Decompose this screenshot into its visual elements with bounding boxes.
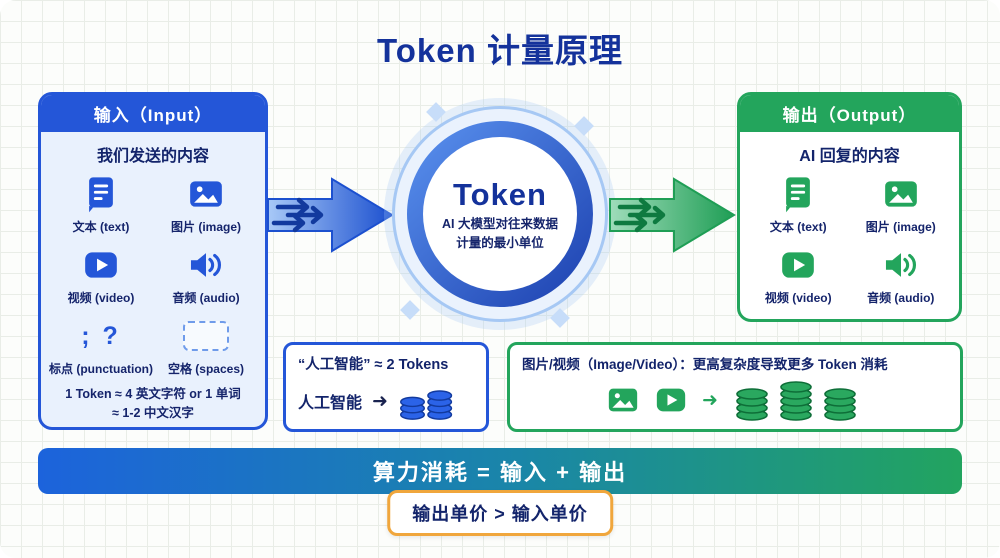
token-badge-subtitle-line1: AI 大模型对往来数据 [442,216,558,231]
arrow-right-icon: ➜ [372,390,388,412]
page-title: Token 计量原理 [377,32,623,69]
output-item-label: 文本 (text) [769,220,827,234]
output-item-video: 视频 (video) [748,245,849,306]
input-item-video: 视频 (video) [49,245,153,306]
image-icon [882,175,920,213]
punctuation-icon: ; ? [81,321,121,350]
document-icon [82,175,120,213]
input-item-label: 标点 (punctuation) [49,362,153,376]
input-item-audio: 音频 (audio) [155,245,257,306]
token-badge-center: Token AI 大模型对往来数据 计量的最小单位 [423,137,577,291]
input-panel-subtitle: 我们发送的内容 [96,148,209,165]
compute-cost-bar: 算力消耗 = 输入 + 输出 [38,448,962,494]
video-icon [654,383,688,417]
token-badge: Token AI 大模型对往来数据 计量的最小单位 [392,102,608,328]
input-item-punctuation: ; ? 标点 (punctuation) [49,316,153,377]
media-cost-title: 图片/视频（Image/Video）：更高复杂度导致更多 Token 消耗 [522,357,888,372]
token-example-box: “人工智能” ≈ 2 Tokens 人工智能 ➜ [283,342,489,432]
output-item-label: 音频 (audio) [867,291,935,305]
sparkle-decoration [574,116,594,136]
input-item-label: 音频 (audio) [172,291,240,305]
token-badge-subtitle-line2: 计量的最小单位 [456,236,544,250]
image-icon [606,383,640,417]
token-rule-line1: 1 Token ≈ 4 英文字符 or 1 单词 [65,387,241,401]
output-panel-subtitle: AI 回复的内容 [799,148,900,165]
sparkle-decoration [550,308,570,328]
sparkle-decoration [426,102,446,122]
input-item-grid: 文本 (text) 图片 (image) 视频 (video) 音频 (audi… [49,174,257,377]
video-icon [82,246,120,284]
output-item-label: 视频 (video) [764,291,832,305]
token-badge-ring: Token AI 大模型对往来数据 计量的最小单位 [407,121,593,307]
output-item-grid: 文本 (text) 图片 (image) 视频 (video) 音频 (audi… [748,174,951,306]
output-item-audio: 音频 (audio) [851,245,952,306]
audio-icon [882,246,920,284]
input-flow-arrow [267,177,394,253]
token-example-title: “人工智能” ≈ 2 Tokens [298,357,449,373]
sparkle-decoration [400,300,420,320]
input-item-label: 图片 (image) [170,220,241,234]
output-panel: 输出（Output） AI 回复的内容 文本 (text) 图片 (image)… [737,92,962,322]
price-comparison-text: 输出单价 > 输入单价 [412,504,588,524]
input-panel-body: 我们发送的内容 文本 (text) 图片 (image) 视频 (video) … [41,132,265,427]
token-example-word: 人工智能 [298,395,363,412]
input-item-label: 文本 (text) [72,220,130,234]
output-panel-header: 输出（Output） [740,95,959,132]
arrow-right-icon: ➜ [702,389,718,411]
input-item-label: 视频 (video) [67,291,135,305]
output-item-image: 图片 (image) [851,174,952,235]
input-item-image: 图片 (image) [155,174,257,235]
token-rule-footnote: 1 Token ≈ 4 英文字符 or 1 单词 ≈ 1-2 中文汉字 [49,377,257,423]
token-example-row: 人工智能 ➜ [298,381,474,421]
media-cost-box: 图片/视频（Image/Video）：更高复杂度导致更多 Token 消耗 ➜ [507,342,963,432]
token-coins-icon [399,390,453,420]
price-comparison-pill: 输出单价 > 输入单价 [387,490,613,536]
token-coins-stack-icon [736,381,856,421]
output-item-text: 文本 (text) [748,174,849,235]
document-icon [779,175,817,213]
output-item-label: 图片 (image) [865,220,936,234]
token-badge-title: Token [453,176,547,212]
image-icon [187,175,225,213]
input-item-spaces: 空格 (spaces) [155,316,257,377]
token-rule-line2: ≈ 1-2 中文汉字 [112,405,194,420]
input-panel: 输入（Input） 我们发送的内容 文本 (text) 图片 (image) 视… [38,92,268,430]
media-cost-row: ➜ [522,378,948,422]
spaces-icon [182,321,229,351]
audio-icon [187,246,225,284]
compute-cost-text: 算力消耗 = 输入 + 输出 [372,460,628,485]
video-icon [779,246,817,284]
output-panel-body: AI 回复的内容 文本 (text) 图片 (image) 视频 (video)… [740,132,959,319]
output-flow-arrow [609,177,736,253]
input-item-label: 空格 (spaces) [167,362,244,376]
input-panel-header: 输入（Input） [41,95,265,132]
input-item-text: 文本 (text) [49,174,153,235]
